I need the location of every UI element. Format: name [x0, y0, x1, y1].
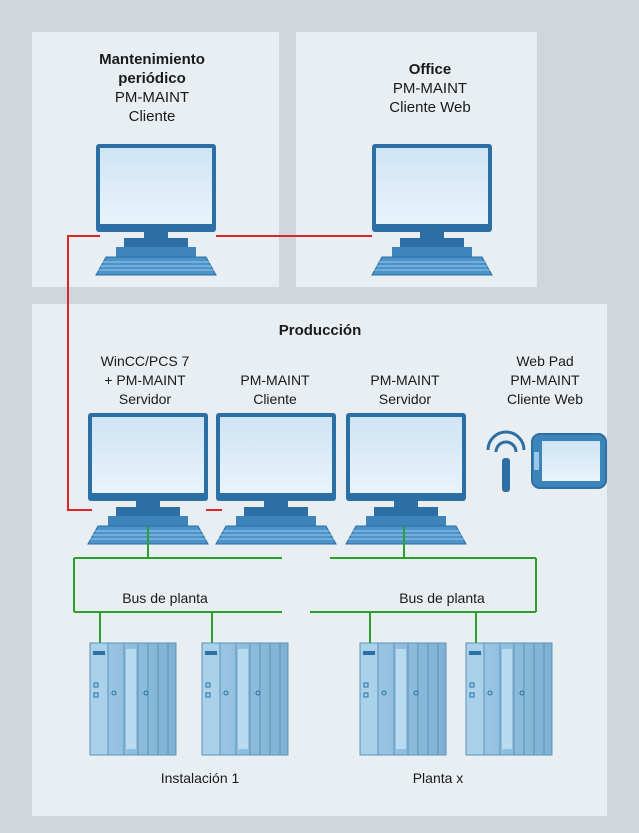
pc-maintenance-client — [95, 143, 217, 276]
label-bus-right: Bus de planta — [399, 590, 485, 606]
label-pc3-line1: PM-MAINT — [370, 372, 440, 388]
label-maintenance-role: Cliente — [128, 108, 176, 125]
ethernet-link — [67, 235, 100, 511]
label-office-role: Cliente Web — [389, 99, 471, 116]
label-pc1-line3: Servidor — [118, 391, 172, 407]
label-maintenance-title-2: periódico — [118, 70, 186, 87]
pc-pm-client — [215, 412, 337, 545]
label-office-title: Office — [408, 61, 452, 78]
label-plant-right: Planta x — [412, 770, 464, 786]
label-pc-client: PM-MAINT Cliente — [210, 371, 340, 409]
label-webpad-line2: PM-MAINT — [510, 372, 580, 388]
label-pc-wincc-server: WinCC/PCS 7 + PM-MAINT Servidor — [80, 352, 210, 409]
automation-device-1 — [89, 642, 177, 756]
label-webpad-line3: Cliente Web — [506, 391, 583, 407]
label-maintenance-title-1: Mantenimiento — [99, 51, 205, 68]
label-pc3-line2: Servidor — [378, 391, 432, 407]
pc-wincc-server — [87, 412, 209, 545]
label-production-title: Producción — [220, 321, 420, 340]
label-office-product: PM-MAINT — [392, 80, 468, 97]
label-pc2-line1: PM-MAINT — [240, 372, 310, 388]
plant-bus — [73, 526, 537, 643]
automation-device-4 — [465, 642, 553, 756]
automation-device-2 — [201, 642, 289, 756]
wireless-antenna-icon — [486, 430, 526, 492]
label-bus-left: Bus de planta — [122, 590, 208, 606]
label-pc1-line2: + PM-MAINT — [104, 372, 186, 388]
automation-device-3 — [359, 642, 447, 756]
label-pc2-line2: Cliente — [253, 391, 297, 407]
label-webpad-line1: Web Pad — [516, 353, 574, 369]
label-maintenance-client: Mantenimiento periódico PM-MAINT Cliente — [52, 50, 252, 126]
label-office-client: Office PM-MAINT Cliente Web — [330, 60, 530, 117]
label-maintenance-product: PM-MAINT — [114, 89, 190, 106]
label-webpad: Web Pad PM-MAINT Cliente Web — [480, 352, 610, 409]
pc-pm-server — [345, 412, 467, 545]
label-plant-left: Instalación 1 — [160, 770, 240, 786]
label-pc-server: PM-MAINT Servidor — [340, 371, 470, 409]
label-production-title-text: Producción — [278, 322, 362, 339]
pc-office-client — [371, 143, 493, 276]
webpad-device — [531, 433, 607, 489]
label-pc1-line1: WinCC/PCS 7 — [100, 353, 190, 369]
